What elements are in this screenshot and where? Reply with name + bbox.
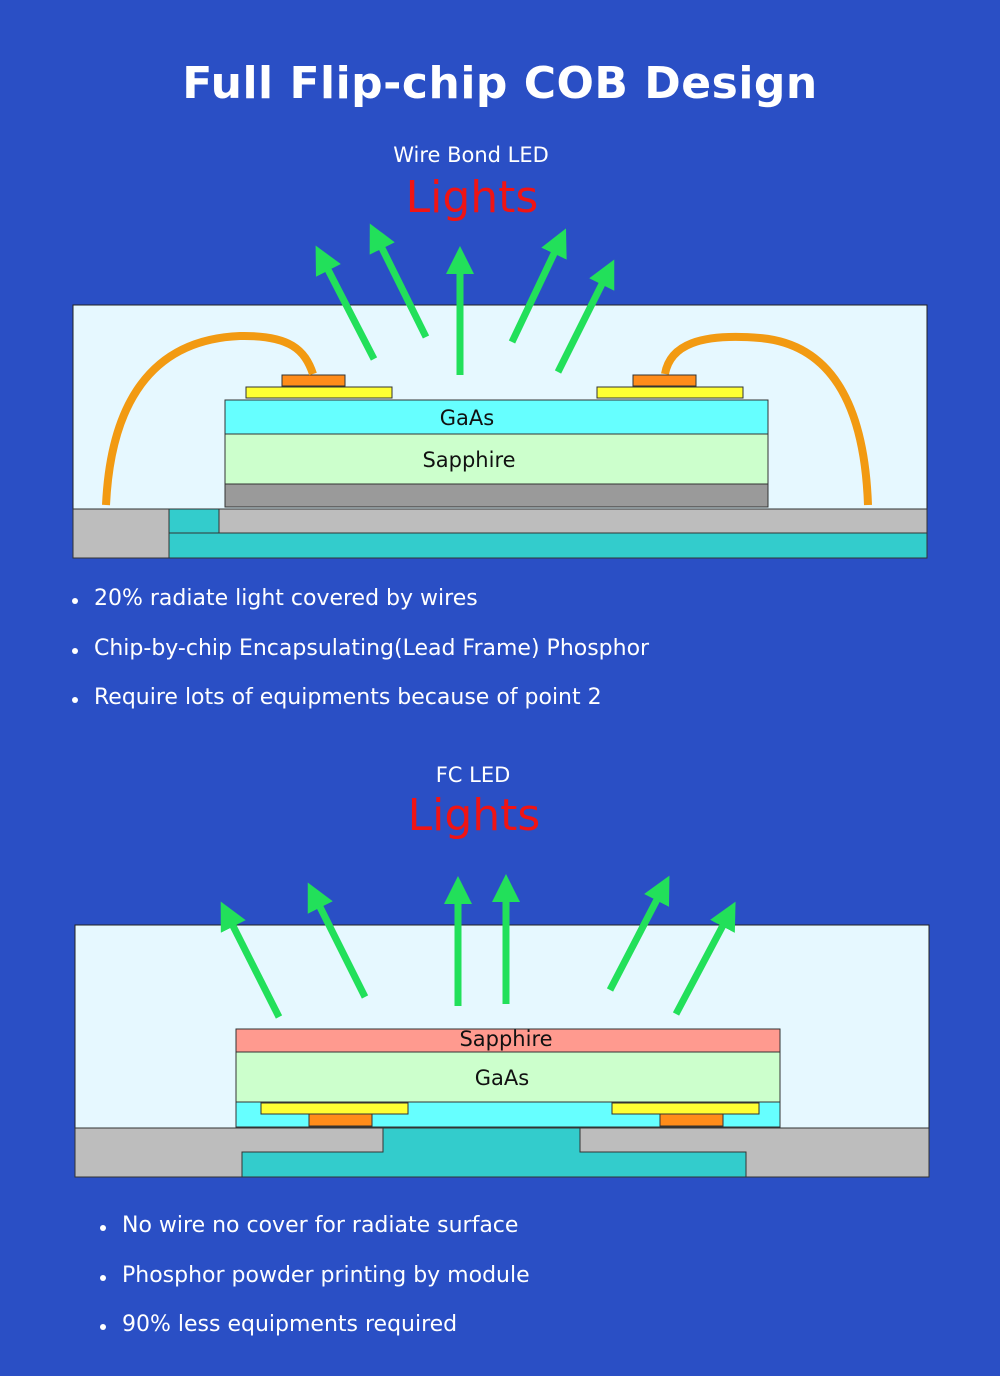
electrode-left bbox=[245, 386, 393, 399]
page-title: Full Flip-chip COB Design bbox=[182, 58, 818, 109]
fc-heading: FC LED bbox=[435, 763, 511, 787]
bump-left bbox=[308, 1113, 373, 1127]
fc-layer-middle: GaAs bbox=[475, 1066, 529, 1090]
wire-bond-diagram: GaAs Sapphire bbox=[72, 223, 928, 559]
list-item: Chip-by-chip Encapsulating(Lead Frame) P… bbox=[72, 637, 649, 688]
arrow-5 bbox=[554, 259, 615, 374]
electrode-right bbox=[611, 1102, 760, 1115]
electrode-left bbox=[260, 1102, 409, 1115]
arrow-1 bbox=[220, 901, 283, 1019]
list-item: Phosphor powder printing by module bbox=[100, 1264, 530, 1315]
arrow-1 bbox=[315, 245, 378, 361]
substrate-strip bbox=[168, 508, 928, 534]
bond-wire-right bbox=[661, 332, 872, 506]
fc-lights-label: Lights bbox=[407, 790, 541, 841]
chip-gaas bbox=[235, 1051, 781, 1103]
list-item: 90% less equipments required bbox=[100, 1314, 530, 1364]
fc-layer-top: Sapphire bbox=[459, 1027, 552, 1051]
wire-bond-layer-middle: Sapphire bbox=[422, 448, 515, 472]
chip-gaas bbox=[224, 399, 769, 435]
chip-base bbox=[224, 483, 769, 508]
wire-bond-lights-label: Lights bbox=[405, 172, 539, 223]
bump-right bbox=[659, 1113, 724, 1127]
fc-bullets: No wire no cover for radiate surface Pho… bbox=[100, 1215, 530, 1364]
list-item: 20% radiate light covered by wires bbox=[72, 588, 649, 638]
chip-sapphire bbox=[224, 433, 769, 485]
arrow-2 bbox=[369, 223, 430, 339]
substrate-left bbox=[72, 508, 170, 559]
wire-bond-layer-top: GaAs bbox=[440, 406, 494, 430]
arrow-2 bbox=[307, 882, 369, 999]
light-arrows bbox=[315, 223, 615, 375]
light-arrows bbox=[220, 874, 736, 1019]
list-item: Require lots of equipments because of po… bbox=[72, 687, 649, 737]
wire-bond-bullets: 20% radiate light covered by wires Chip-… bbox=[72, 588, 649, 737]
substrate-base bbox=[168, 532, 928, 559]
flip-chip-diagram: Sapphire GaAs bbox=[74, 874, 930, 1178]
bond-pad-right bbox=[632, 374, 697, 387]
arrow-4 bbox=[508, 228, 567, 344]
substrate-pad bbox=[168, 508, 220, 534]
electrode-right bbox=[596, 386, 744, 399]
bond-wire-left bbox=[102, 331, 317, 506]
list-item: No wire no cover for radiate surface bbox=[100, 1215, 530, 1265]
arrow-5 bbox=[606, 875, 670, 992]
wire-bond-heading: Wire Bond LED bbox=[393, 143, 549, 167]
substrate-cyan bbox=[241, 1127, 747, 1178]
arrow-6 bbox=[672, 901, 736, 1016]
bond-pad-left bbox=[281, 374, 346, 387]
